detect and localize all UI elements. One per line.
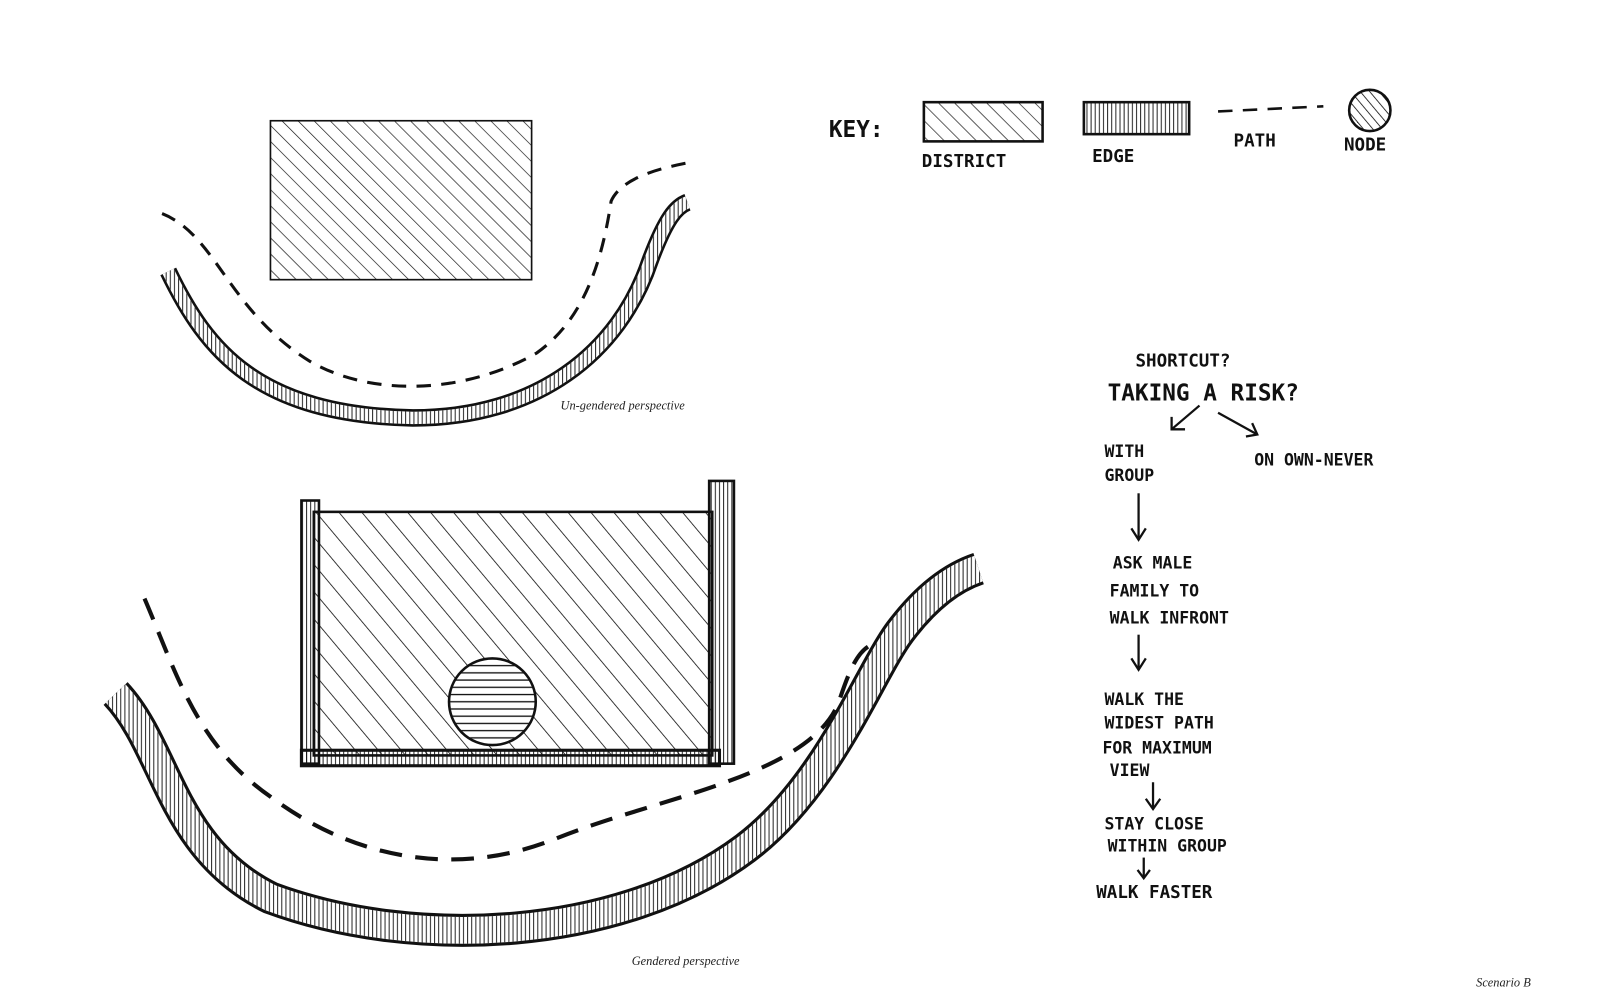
gendered-map: Gendered perspective xyxy=(103,479,985,968)
flow-on-own: ON OWN-NEVER xyxy=(1254,450,1373,469)
edge-district-bottom xyxy=(299,748,722,768)
ungendered-map: Un-gendered perspective xyxy=(160,119,692,427)
path-bottom xyxy=(142,597,875,862)
arrow-down-icon xyxy=(1136,857,1151,881)
flow-step2-line1: WALK THE xyxy=(1105,690,1184,709)
flow-step1-line2: FAMILY TO xyxy=(1110,581,1199,600)
path-top xyxy=(161,161,687,388)
scenario-label: Scenario B xyxy=(1476,976,1531,990)
arrow-left-icon xyxy=(1170,404,1201,431)
flow-with-group-1: WITH xyxy=(1105,442,1145,461)
caption-ungendered: Un-gendered perspective xyxy=(561,399,686,413)
legend-edge-label: EDGE xyxy=(1092,147,1134,167)
arrow-down-icon xyxy=(1130,634,1147,672)
decision-flow: SHORTCUT? TAKING A RISK? WITH GROUP ON O… xyxy=(1096,351,1373,902)
edge-top xyxy=(160,194,692,427)
arrow-down-icon xyxy=(1130,493,1147,542)
flow-with-group-2: GROUP xyxy=(1105,466,1155,485)
legend-node-swatch xyxy=(1347,88,1392,133)
edge-bottom xyxy=(103,552,985,947)
legend-edge-swatch xyxy=(1082,100,1191,136)
district-top xyxy=(269,119,533,281)
flow-step2-line4: VIEW xyxy=(1110,761,1150,780)
flow-step2-line2: WIDEST PATH xyxy=(1105,714,1214,733)
flow-question-2: TAKING A RISK? xyxy=(1108,380,1299,406)
node-hatch xyxy=(450,659,535,745)
flow-step1-line3: WALK INFRONT xyxy=(1110,608,1229,627)
edge-district-right xyxy=(707,479,736,765)
legend: KEY: DISTRICT EDGE PATH NODE xyxy=(829,88,1392,172)
flow-step3-line2: WITHIN GROUP xyxy=(1108,836,1227,855)
flow-step3-line1: STAY CLOSE xyxy=(1105,815,1204,834)
legend-path-swatch xyxy=(1218,105,1324,113)
flow-step4: WALK FASTER xyxy=(1096,883,1213,903)
legend-title: KEY: xyxy=(829,117,884,143)
legend-node-label: NODE xyxy=(1344,136,1386,156)
arrow-down-icon xyxy=(1144,782,1162,812)
legend-path-label: PATH xyxy=(1234,132,1276,152)
flow-question-1: SHORTCUT? xyxy=(1135,351,1230,371)
arrow-right-icon xyxy=(1217,411,1259,438)
flow-step2-line3: FOR MAXIMUM xyxy=(1102,738,1211,757)
caption-gendered: Gendered perspective xyxy=(632,954,740,968)
flow-step1-line1: ASK MALE xyxy=(1113,554,1192,573)
legend-district-swatch xyxy=(922,100,1044,143)
edge-district-left xyxy=(300,499,321,765)
legend-district-label: DISTRICT xyxy=(922,152,1006,172)
